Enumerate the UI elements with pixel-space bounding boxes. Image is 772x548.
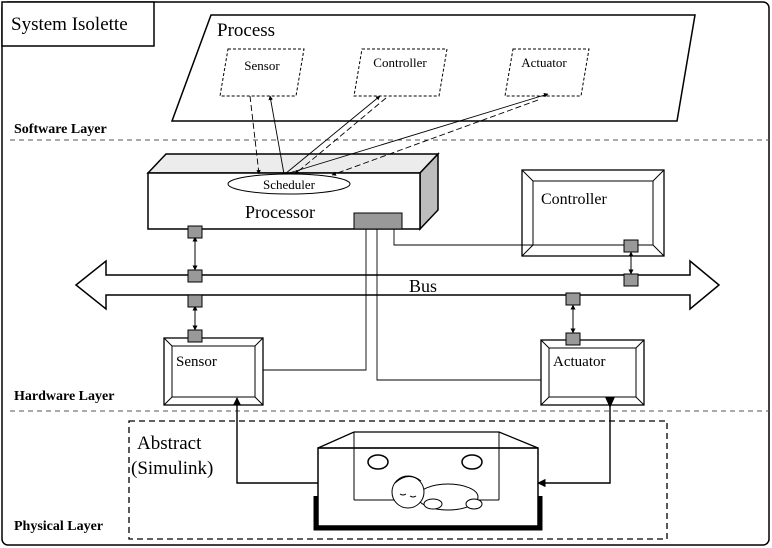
processor-port (353, 212, 403, 230)
abstract-label: Abstract (137, 433, 202, 454)
bus-port-bottom-left (187, 294, 203, 308)
bus-port-right-bottom (565, 292, 581, 306)
scheduler: Scheduler (227, 173, 351, 195)
isolette-to-sensor-arrow (232, 397, 318, 484)
hardware-controller-label: Controller (541, 191, 607, 208)
hardware-actuator: Actuator (540, 339, 645, 406)
isolette-incubator-icon (313, 431, 543, 531)
process-controller-task (353, 48, 448, 97)
simulink-label: (Simulink) (131, 458, 213, 479)
process-plane: Process Sensor Controller Actuator (170, 14, 696, 122)
scheduler-task-links (249, 93, 549, 176)
hardware-controller: Controller (521, 169, 665, 257)
processor-bus-port (187, 225, 203, 239)
actuator-to-isolette-arrow (537, 398, 611, 488)
physical-layer-label: Physical Layer (14, 519, 103, 534)
actuator-output-marker (605, 397, 615, 408)
scheduler-label: Scheduler (263, 177, 316, 192)
controller-bus-port (623, 239, 639, 253)
hardware-actuator-label: Actuator (553, 354, 605, 370)
processor-wires (263, 229, 622, 381)
software-layer-label: Software Layer (14, 122, 107, 137)
hardware-layer-label: Hardware Layer (14, 389, 114, 404)
sensor-bus-port (187, 329, 203, 343)
title-box: System Isolette (1, 1, 155, 47)
process-sensor-label: Sensor (244, 58, 280, 73)
hardware-sensor: Sensor (163, 337, 264, 406)
hardware-sensor-label: Sensor (176, 354, 217, 370)
diagram-title: System Isolette (11, 14, 128, 35)
process-sensor-task (219, 48, 305, 97)
bus-port-top-left (187, 269, 203, 283)
bus-connectors (187, 225, 639, 346)
sleeping-baby-icon (391, 475, 483, 511)
process-title: Process (217, 20, 275, 41)
processor-label: Processor (245, 202, 315, 222)
process-actuator-label: Actuator (521, 55, 567, 70)
process-actuator-task (504, 48, 590, 97)
abstract-simulink-box: Abstract (Simulink) (128, 420, 668, 540)
bus-port-right-top (623, 273, 639, 287)
actuator-bus-port (565, 332, 581, 346)
process-controller-label: Controller (373, 55, 427, 70)
processor-block: Processor (146, 152, 440, 231)
bus-label: Bus (409, 276, 437, 296)
bus: Bus (74, 259, 721, 311)
